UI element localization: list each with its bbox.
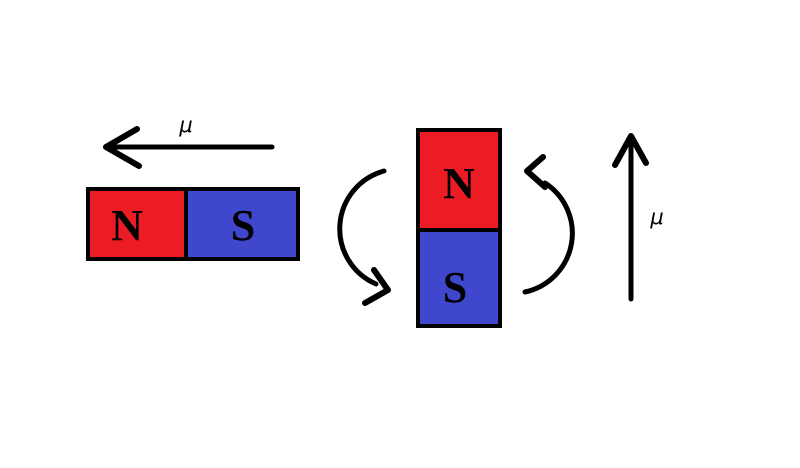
vertical-magnet-south-label: S xyxy=(443,263,467,312)
vertical-magnet: N S xyxy=(416,128,502,328)
moment-arrow-up-head xyxy=(612,133,649,168)
moment-arrow-up-icon: μ xyxy=(612,133,664,302)
horizontal-magnet-north-label: N xyxy=(111,201,143,250)
horizontal-moment-label: μ xyxy=(178,113,192,137)
rotation-arrow-right-head xyxy=(524,154,548,190)
vertical-magnet-south-pole xyxy=(416,228,502,328)
rotation-arrow-left-head xyxy=(362,267,391,306)
rotation-arrow-left-icon xyxy=(337,168,391,306)
vertical-moment-label: μ xyxy=(649,205,663,229)
horizontal-magnet-south-label: S xyxy=(231,201,255,250)
moment-arrow-left-icon: μ xyxy=(103,113,275,169)
moment-arrow-left-head xyxy=(103,126,142,169)
horizontal-magnet: N S xyxy=(86,187,300,261)
rotation-arrow-right-icon xyxy=(522,154,575,295)
rotation-arrow-left-arc xyxy=(337,168,387,287)
vertical-magnet-north-pole xyxy=(416,128,502,232)
horizontal-magnet-north-pole xyxy=(86,187,188,261)
vertical-magnet-north-label: N xyxy=(443,159,475,208)
horizontal-magnet-south-pole xyxy=(184,187,300,261)
rotation-arrow-right-arc xyxy=(522,180,575,295)
